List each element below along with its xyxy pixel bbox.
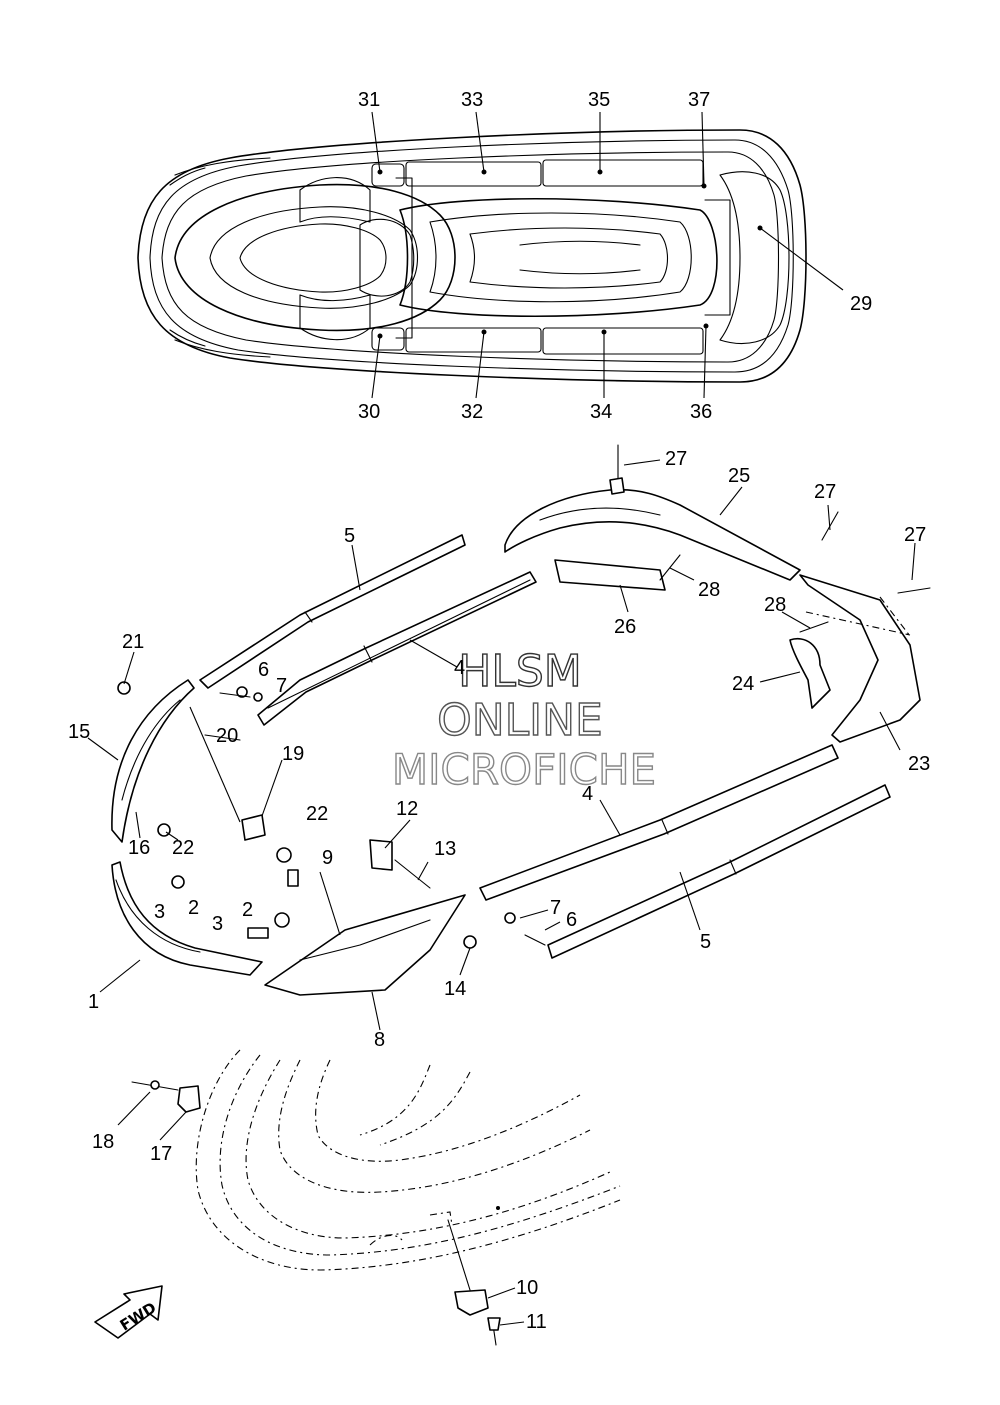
callout-15[interactable]: 15 (68, 721, 90, 743)
callout-5-lower[interactable]: 5 (700, 931, 711, 953)
callout-31[interactable]: 31 (358, 89, 380, 111)
watermark-line-3: MICROFICHE (392, 745, 656, 794)
callout-20[interactable]: 20 (216, 725, 238, 747)
callout-24[interactable]: 24 (732, 673, 754, 695)
watermark-line-2: ONLINE (437, 695, 603, 746)
callout-27-right[interactable]: 27 (904, 524, 926, 546)
callout-10[interactable]: 10 (516, 1277, 538, 1299)
callout-17[interactable]: 17 (150, 1143, 172, 1165)
callout-3-upper[interactable]: 3 (154, 901, 165, 923)
lower-hull-view: FWD (94, 1049, 621, 1346)
callout-4-upper[interactable]: 4 (454, 657, 465, 679)
callout-21[interactable]: 21 (122, 631, 144, 653)
callout-6-lower[interactable]: 6 (566, 909, 577, 931)
callout-35[interactable]: 35 (588, 89, 610, 111)
callout-12[interactable]: 12 (396, 798, 418, 820)
callout-34[interactable]: 34 (590, 401, 612, 423)
fasteners (117, 444, 931, 949)
callout-11[interactable]: 11 (526, 1311, 547, 1333)
callout-27-mid[interactable]: 27 (814, 481, 836, 503)
callout-2-upper[interactable]: 2 (188, 897, 199, 919)
watercraft-top-view (137, 111, 844, 399)
exploded-parts (87, 444, 931, 1031)
callout-18[interactable]: 18 (92, 1131, 114, 1153)
callout-33[interactable]: 33 (461, 89, 483, 111)
callout-26[interactable]: 26 (614, 616, 636, 638)
callout-23[interactable]: 23 (908, 753, 930, 775)
callout-36[interactable]: 36 (690, 401, 712, 423)
callout-8[interactable]: 8 (374, 1029, 385, 1051)
callout-5-upper[interactable]: 5 (344, 525, 355, 547)
callout-19[interactable]: 19 (282, 743, 304, 765)
fwd-arrow-icon: FWD (94, 1285, 163, 1339)
callout-30[interactable]: 30 (358, 401, 380, 423)
callout-2-lower[interactable]: 2 (242, 899, 253, 921)
callout-16[interactable]: 16 (128, 837, 150, 859)
callout-4-lower[interactable]: 4 (582, 783, 593, 805)
callout-27-top[interactable]: 27 (665, 448, 687, 470)
callout-7-lower[interactable]: 7 (550, 897, 561, 919)
callout-9[interactable]: 9 (322, 847, 333, 869)
callout-14[interactable]: 14 (444, 978, 466, 1000)
callout-3-lower[interactable]: 3 (212, 913, 223, 935)
callout-37[interactable]: 37 (688, 89, 710, 111)
callout-28-upper[interactable]: 28 (698, 579, 720, 601)
callout-1[interactable]: 1 (88, 991, 99, 1013)
callout-22-middle[interactable]: 22 (306, 803, 328, 825)
callout-6-upper[interactable]: 6 (258, 659, 269, 681)
watermark-line-1: HLSM (458, 646, 582, 697)
watermark: HLSM ONLINE MICROFICHE (391, 645, 657, 794)
callout-labels: 31 33 35 37 29 30 32 34 36 27 25 27 27 5… (68, 89, 930, 1333)
callout-7-upper[interactable]: 7 (276, 675, 287, 697)
callout-28-lower[interactable]: 28 (764, 594, 786, 616)
callout-25[interactable]: 25 (728, 465, 750, 487)
callout-29[interactable]: 29 (850, 293, 872, 315)
callout-13[interactable]: 13 (434, 838, 456, 860)
callout-32[interactable]: 32 (461, 401, 483, 423)
callout-22-left[interactable]: 22 (172, 837, 194, 859)
